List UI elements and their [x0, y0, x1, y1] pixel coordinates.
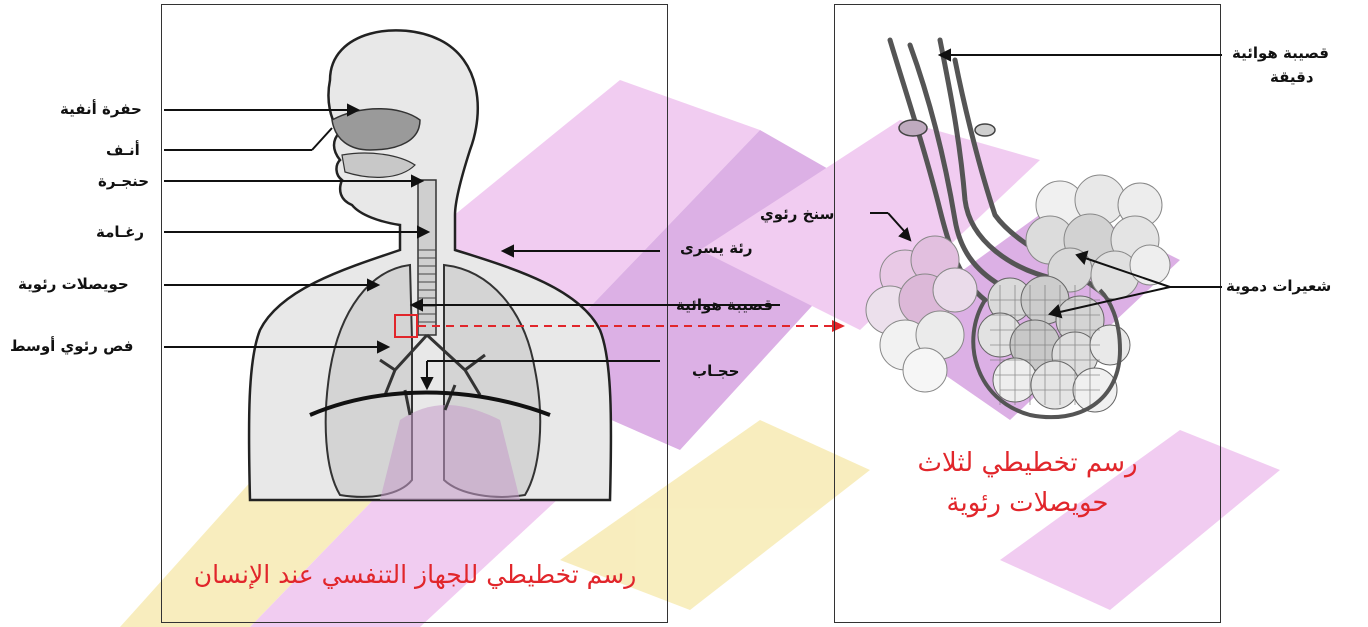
label-fine-bronchiole-2: دقيقة [1270, 68, 1314, 86]
label-capillaries: شعيرات دموية [1226, 277, 1331, 295]
label-fine-bronchiole: قصيبة هوائية [1232, 44, 1329, 62]
alveoli-caption-line2: حويصلات رئوية [834, 488, 1221, 518]
alveoli-caption-line1: رسم تخطيطي لثلاث [834, 448, 1221, 478]
label-pulmonary-sac: سنخ رئوي [760, 205, 834, 223]
